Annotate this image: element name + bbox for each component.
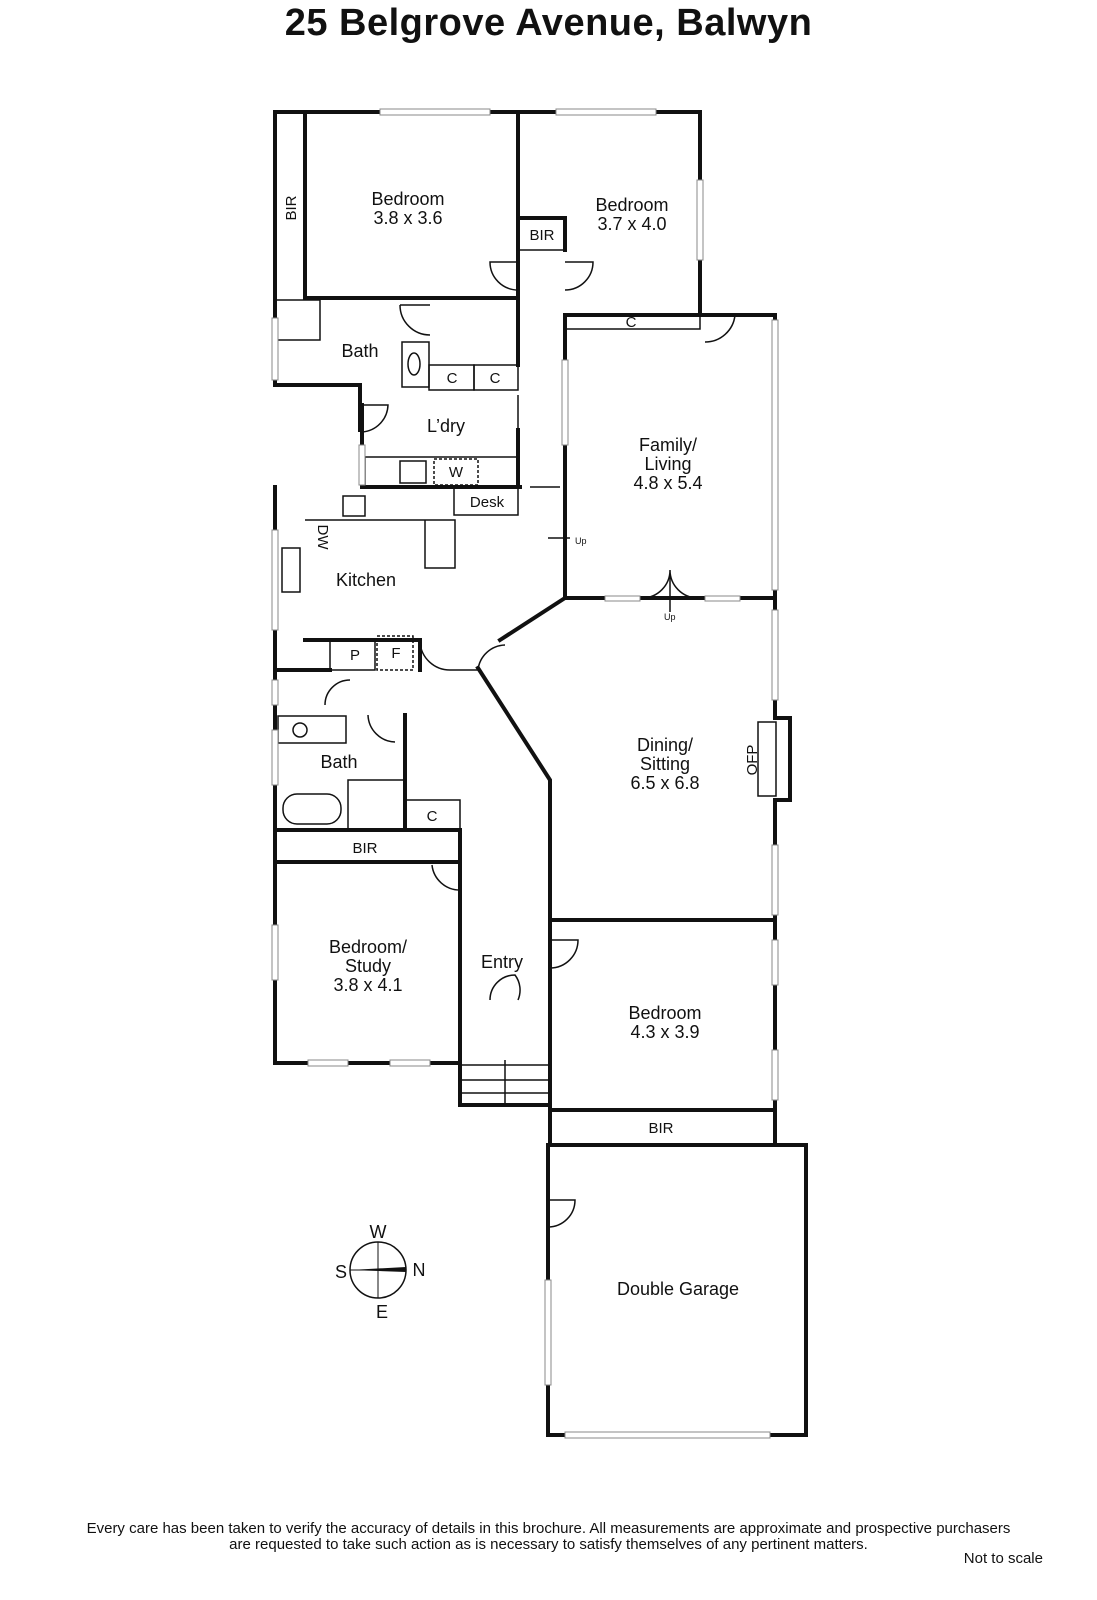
up-label: Up	[575, 536, 587, 546]
bedroom1-size: 3.8 x 3.6	[373, 208, 442, 228]
cupboard-label: C	[427, 808, 438, 825]
scale-note: Not to scale	[963, 1550, 1043, 1567]
bir-label: BIR	[283, 195, 300, 220]
washer-label: W	[449, 464, 464, 481]
cupboard-label: C	[447, 370, 458, 387]
compass: W S N E	[335, 1222, 426, 1322]
disclaimer-line1: Every care has been taken to verify the …	[86, 1520, 1011, 1537]
bedroom1-name: Bedroom	[371, 189, 444, 209]
family-line2: Living	[644, 454, 691, 474]
desk-label: Desk	[470, 494, 505, 511]
up-label: Up	[664, 612, 676, 622]
walls	[273, 110, 808, 1437]
dining-line2: Sitting	[640, 754, 690, 774]
dishwasher-label: DW	[314, 525, 331, 551]
bath2-label: Bath	[320, 752, 357, 772]
fireplace-label: OFP	[744, 745, 761, 776]
bedroom3-name: Bedroom	[628, 1003, 701, 1023]
garage-label: Double Garage	[617, 1279, 739, 1299]
compass-n: N	[413, 1260, 426, 1280]
cupboard-label: C	[626, 314, 637, 331]
compass-w: W	[370, 1222, 387, 1242]
family-line1: Family/	[639, 435, 697, 455]
windows	[271, 108, 779, 1439]
fridge-label: F	[391, 645, 400, 662]
bath1-label: Bath	[341, 341, 378, 361]
study-size: 3.8 x 4.1	[333, 975, 402, 995]
disclaimer-line2: are requested to take such action as is …	[229, 1536, 868, 1553]
laundry-label: L’dry	[427, 416, 465, 436]
bir-label: BIR	[529, 227, 554, 244]
family-size: 4.8 x 5.4	[633, 473, 702, 493]
compass-s: S	[335, 1262, 347, 1282]
pantry-label: P	[350, 647, 360, 664]
compass-e: E	[376, 1302, 388, 1322]
study-line1: Bedroom/	[329, 937, 407, 957]
dining-size: 6.5 x 6.8	[630, 773, 699, 793]
entry-label: Entry	[481, 952, 523, 972]
bedroom2-size: 3.7 x 4.0	[597, 214, 666, 234]
cupboard-label: C	[490, 370, 501, 387]
property-title: 25 Belgrove Avenue, Balwyn	[284, 2, 813, 44]
study-line2: Study	[345, 956, 391, 976]
dining-line1: Dining/	[637, 735, 693, 755]
kitchen-label: Kitchen	[336, 570, 396, 590]
bir-label: BIR	[352, 840, 377, 857]
bir-label: BIR	[648, 1120, 673, 1137]
bedroom2-name: Bedroom	[595, 195, 668, 215]
bedroom3-size: 4.3 x 3.9	[630, 1022, 699, 1042]
fixtures	[274, 217, 777, 1228]
